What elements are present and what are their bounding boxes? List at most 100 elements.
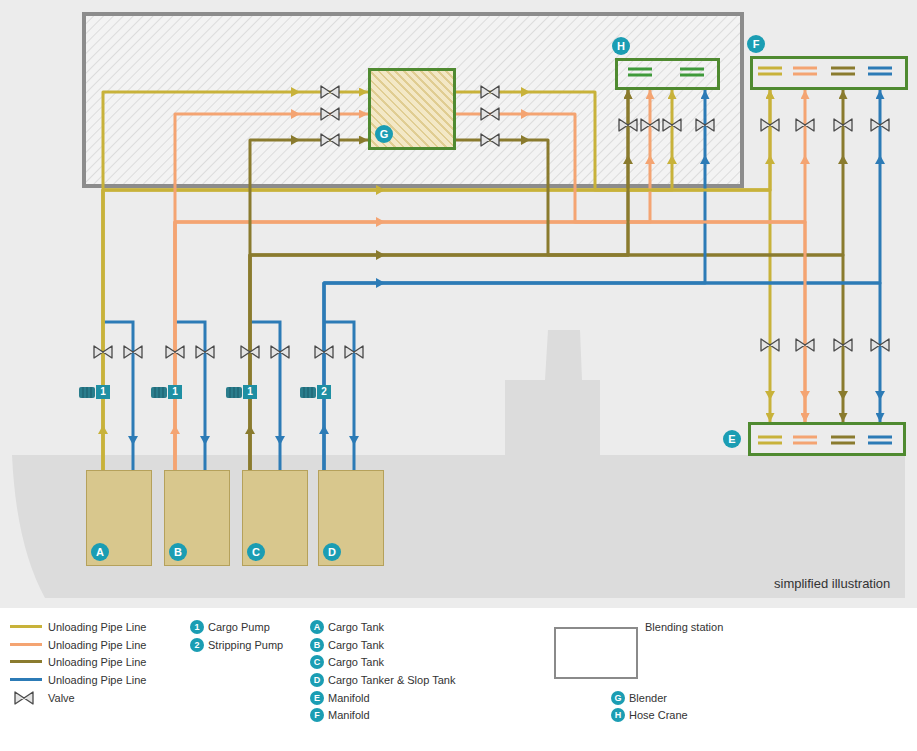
legend-swatch xyxy=(10,625,42,628)
valve-symbol xyxy=(481,108,499,120)
legend-text: Valve xyxy=(48,691,75,705)
flow-arrow xyxy=(200,436,210,445)
pipe-line xyxy=(103,92,368,470)
pump-motor xyxy=(151,387,167,398)
pipe-line xyxy=(175,114,368,470)
flow-arrow xyxy=(376,217,385,227)
valve-symbol xyxy=(761,339,779,351)
legend-text: Hose Crane xyxy=(629,708,688,722)
valve-symbol xyxy=(166,346,184,358)
flow-arrow xyxy=(800,155,810,164)
valve-symbol xyxy=(321,108,339,120)
flow-arrow xyxy=(376,250,385,260)
callout-letter: E xyxy=(723,430,741,448)
legend-badge: B xyxy=(310,638,324,652)
flow-arrow xyxy=(98,425,108,434)
legend-swatch xyxy=(10,660,42,663)
legend-text: Manifold xyxy=(328,691,370,705)
valve-symbol xyxy=(241,346,259,358)
flow-arrow xyxy=(376,185,385,195)
valve-symbol xyxy=(481,134,499,146)
flow-arrow xyxy=(319,425,329,434)
flow-arrow xyxy=(521,135,530,145)
pipe-line xyxy=(103,190,770,470)
pump-fins xyxy=(304,387,312,398)
pipe-line xyxy=(250,255,843,470)
illustration-note: simplified illustration xyxy=(774,576,890,592)
flow-arrow xyxy=(765,391,775,400)
pipe-flange xyxy=(793,68,817,74)
hose-flange xyxy=(628,69,704,75)
pipe-flange xyxy=(758,68,782,74)
flow-arrow xyxy=(275,436,285,445)
flow-arrow xyxy=(623,155,633,164)
flow-arrow xyxy=(838,155,848,164)
callout-letter: G xyxy=(375,125,393,143)
valve-symbol xyxy=(321,134,339,146)
cargo-tank: A xyxy=(86,470,152,566)
callout-letter: D xyxy=(323,543,341,561)
callout-letter: B xyxy=(169,543,187,561)
legend-text: Stripping Pump xyxy=(208,638,283,652)
legend-swatch xyxy=(10,643,42,646)
valve-symbol xyxy=(619,119,637,131)
pump-fins xyxy=(155,387,163,398)
legend-text: Cargo Tank xyxy=(328,620,384,634)
pump-fins xyxy=(230,387,238,398)
valve-symbol xyxy=(641,119,659,131)
flow-arrow xyxy=(521,109,530,119)
flow-arrow xyxy=(521,87,530,97)
pipe-line xyxy=(456,114,805,422)
pump-number: 1 xyxy=(96,385,110,399)
flow-arrow xyxy=(700,155,710,164)
pipe-line xyxy=(250,140,368,470)
callout-letter: A xyxy=(91,543,109,561)
legend-text: Unloading Pipe Line xyxy=(48,673,146,687)
hose-crane-box: H xyxy=(615,58,720,90)
legend-swatch xyxy=(10,678,42,681)
valve-symbol xyxy=(124,346,142,358)
flow-arrow xyxy=(875,391,885,400)
legend-text: Unloading Pipe Line xyxy=(48,638,146,652)
legend-text: Cargo Pump xyxy=(208,620,270,634)
pipe-line xyxy=(250,90,843,470)
callout-letter: F xyxy=(747,35,765,53)
slop-tank: D xyxy=(318,470,384,566)
pipe-line xyxy=(324,283,880,470)
pipe-line xyxy=(456,90,628,255)
pump-number: 1 xyxy=(168,385,182,399)
legend-text: Cargo Tank xyxy=(328,655,384,669)
flow-arrow xyxy=(291,109,300,119)
pump-fins xyxy=(83,387,91,398)
flow-arrow xyxy=(376,278,385,288)
flow-arrow xyxy=(245,425,255,434)
pump-motor xyxy=(79,387,95,398)
flow-arrow xyxy=(875,155,885,164)
pump-number: 1 xyxy=(243,385,257,399)
pipe-flange xyxy=(868,437,892,443)
pipe-flange xyxy=(758,437,782,443)
blender-box: G xyxy=(368,68,456,150)
valve-symbol xyxy=(271,346,289,358)
legend-text: Manifold xyxy=(328,708,370,722)
valve-symbol xyxy=(871,339,889,351)
pipe-flange xyxy=(868,68,892,74)
valve-symbol xyxy=(696,119,714,131)
pump-motor xyxy=(300,387,316,398)
legend-text: Unloading Pipe Line xyxy=(48,620,146,634)
cargo-tank: B xyxy=(164,470,230,566)
pipe-flange xyxy=(831,68,855,74)
valve-symbol xyxy=(94,346,112,358)
legend-badge: D xyxy=(310,673,324,687)
cargo-tank: C xyxy=(242,470,308,566)
legend-text: Unloading Pipe Line xyxy=(48,655,146,669)
valve-symbol xyxy=(321,86,339,98)
legend-badge: 1 xyxy=(190,620,204,634)
legend-text: Cargo Tanker & Slop Tank xyxy=(328,673,455,687)
valve-symbol xyxy=(663,119,681,131)
diagram-ground xyxy=(0,0,917,608)
valve-symbol xyxy=(834,339,852,351)
flow-arrow xyxy=(349,436,359,445)
